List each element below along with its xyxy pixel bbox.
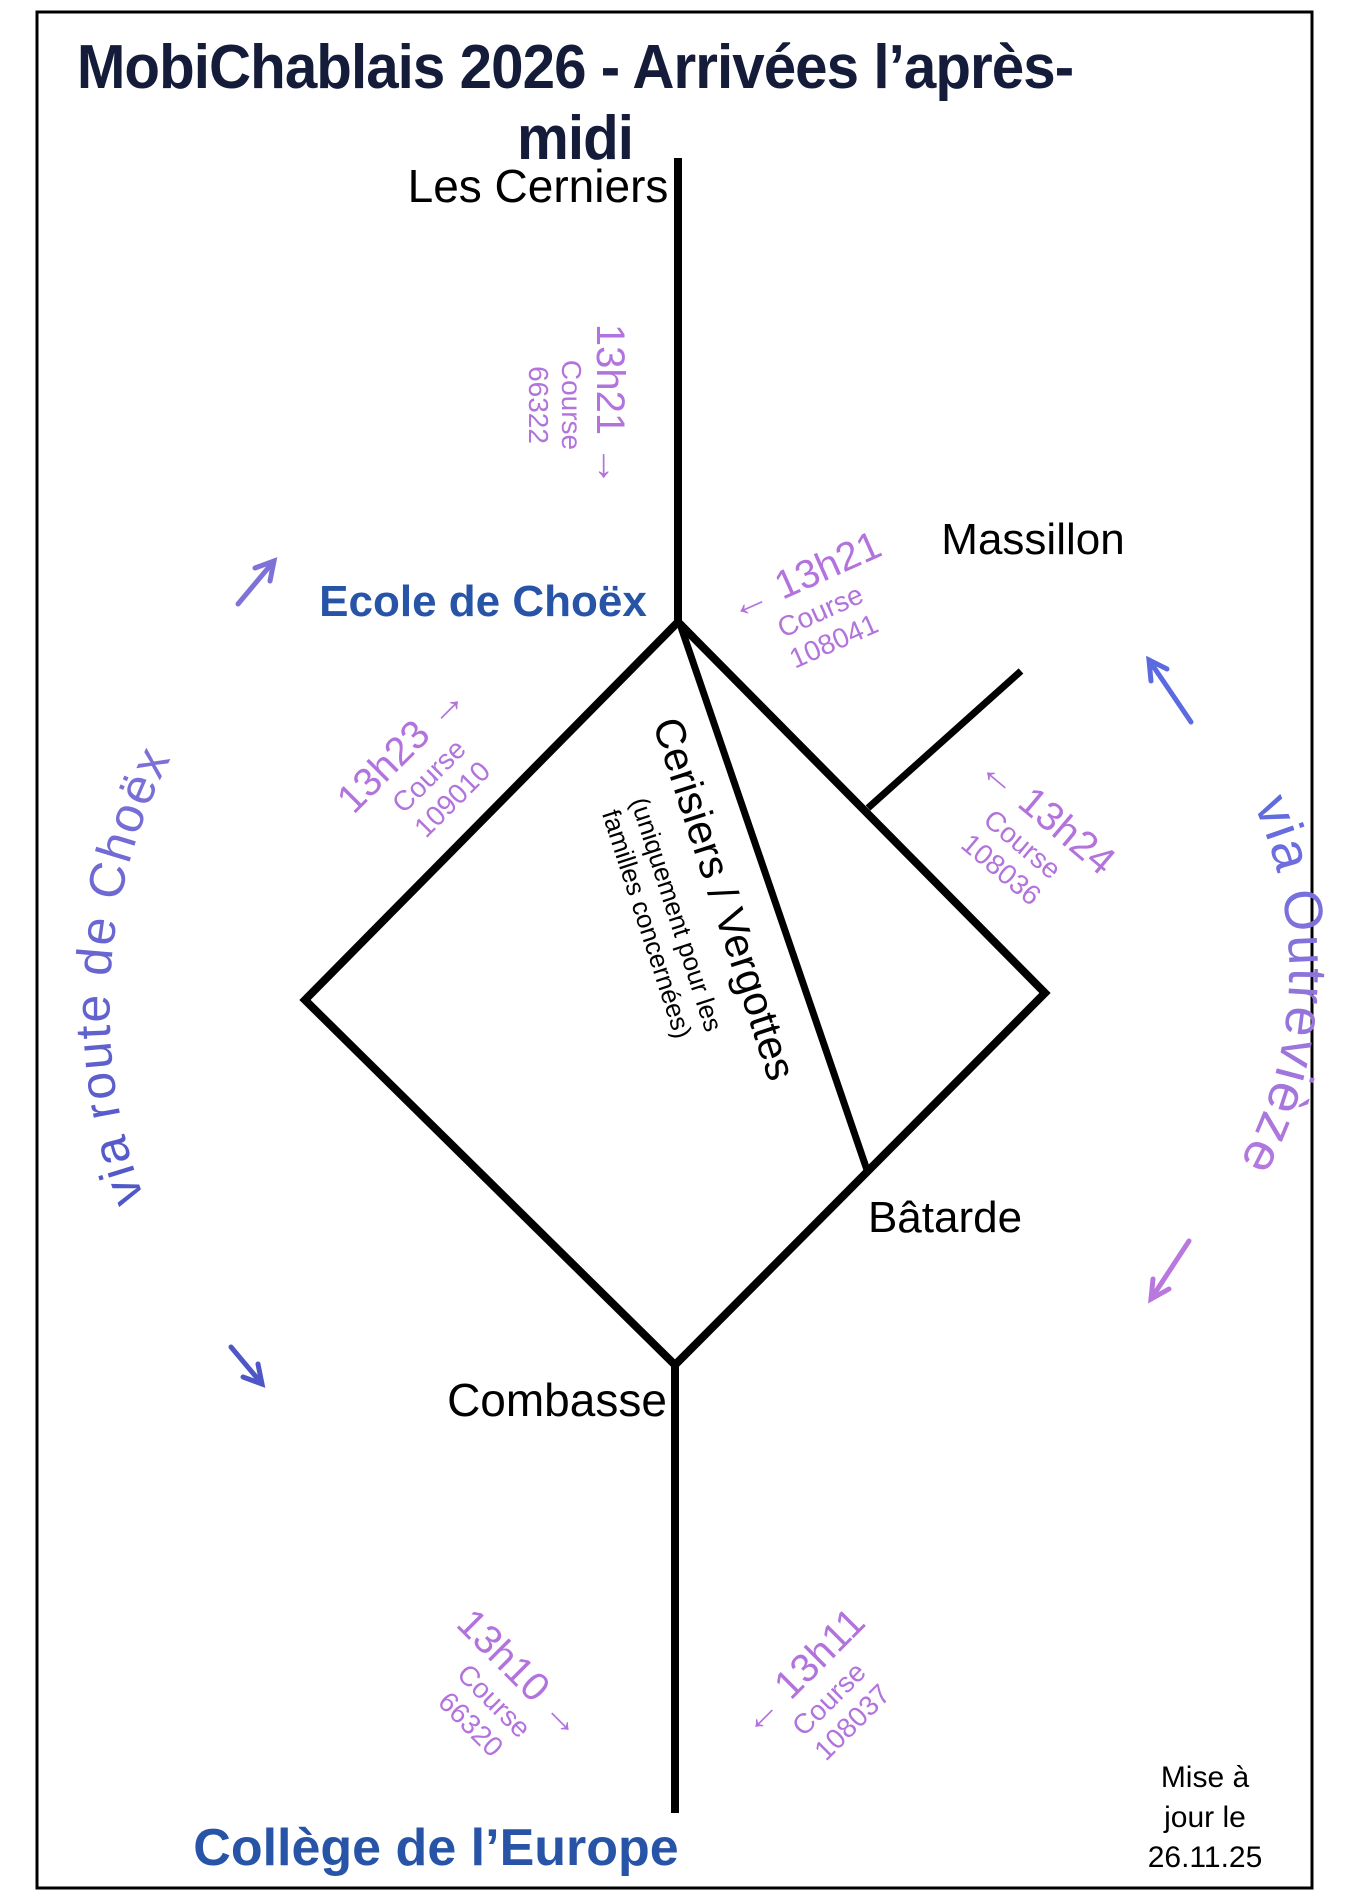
via-choex-up-arrow-icon [235, 557, 278, 607]
page-border [35, 10, 1314, 1890]
stop-ecole-de-choex: Ecole de Choëx [319, 577, 647, 626]
stop-batarde: Bâtarde [867, 1193, 1023, 1242]
stop-combasse: Combasse [447, 1374, 667, 1426]
update-note-line1: Mise à jour le [1160, 1761, 1250, 1834]
stop-les-cerniers: Les Cerniers [407, 160, 669, 212]
course-number: 66322 [523, 366, 554, 444]
page-title: MobiChablais 2026 - Arrivées l’après-mid… [76, 33, 1074, 173]
segment-massillon-branch [865, 668, 1024, 811]
course-time: 13h21 → [588, 323, 632, 487]
segment-cerisiers-vergottes [677, 625, 871, 1172]
update-note: Mise à jour le 26.11.25 [1133, 1758, 1278, 1878]
update-note-line2: 26.11.25 [1147, 1841, 1263, 1874]
via-choex-down-arrow-icon [228, 1344, 266, 1388]
via-outrevieze-up-arrow-icon [1146, 655, 1194, 725]
course-label-66322: 13h21 → Course 66322 [522, 324, 632, 486]
via-route-de-choex-label: via route de Choëx [65, 737, 182, 1214]
via-outrevieze-label: via Outrevièze [1228, 786, 1337, 1186]
course-word: Course [556, 359, 587, 451]
stop-college-de-l-europe: Collège de l’Europe [193, 1819, 679, 1877]
via-outrevieze-down-arrow-icon [1148, 1238, 1192, 1304]
stop-massillon: Massillon [941, 515, 1125, 564]
